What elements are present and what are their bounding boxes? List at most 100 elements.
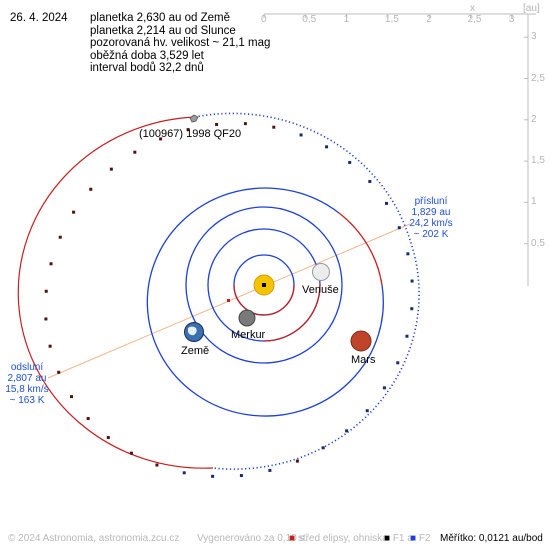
x-axis-label: x: [470, 3, 475, 14]
asteroid-orbit-blue: [194, 112, 420, 470]
asteroid-position-dot: [44, 317, 48, 321]
asteroid-position-dot: [299, 133, 303, 137]
asteroid-position-dot: [397, 226, 401, 230]
footer-generated: Vygenerováno za 0,10 s: [197, 533, 305, 544]
asteroid-position-dot: [348, 160, 352, 164]
info-magnitude: pozorovaná hv. velikost ~ 21,1 mag: [90, 37, 271, 49]
mercury-label: Merkur: [231, 329, 266, 341]
perihelion-speed: 24,2 km/s: [409, 218, 453, 229]
asteroid-position-dot: [321, 446, 325, 450]
y-tick-label: 2,5: [531, 72, 545, 84]
asteroid-position-dot: [48, 344, 52, 348]
asteroid-position-dot: [57, 370, 61, 374]
asteroid-position-dot: [368, 179, 372, 183]
asteroid-position-dot: [406, 252, 410, 256]
aphelion-title: odsluní: [10, 362, 44, 373]
aphelion-distance: 2,807 au: [7, 373, 47, 384]
y-tick-label: 3: [531, 31, 537, 43]
mars-icon: [350, 330, 372, 352]
y-tick-label: 1,5: [531, 155, 545, 167]
asteroid-position-dot: [133, 150, 137, 154]
asteroid-position-dot: [86, 417, 90, 421]
x-tick-label: 1,5: [384, 14, 399, 25]
asteroid-position-dot: [396, 361, 400, 365]
y-tick-label: 0,5: [531, 237, 545, 249]
perihelion-distance: 1,829 au: [411, 207, 451, 218]
venus-label: Venuše: [302, 284, 339, 296]
info-distance-earth: planetka 2,630 au od Země: [90, 12, 231, 24]
info-distance-sun: planetka 2,214 au od Slunce: [90, 24, 236, 37]
info-interval: interval bodů 32,2 dnů: [90, 62, 204, 74]
asteroid-position-dot: [72, 210, 76, 214]
asteroid-position-dot: [44, 289, 48, 293]
earth-label: Země: [181, 345, 210, 357]
date-label: 26. 4. 2024: [10, 12, 68, 24]
asteroid-position-dot: [410, 307, 414, 311]
footer-legend-f2: ■ F2: [410, 533, 431, 544]
legend-center-marker: ■: [289, 533, 296, 544]
asteroid-position-dot: [215, 122, 219, 126]
asteroid-orbit-red: [17, 116, 214, 469]
perihelion-info: přísluní 1,829 au 24,2 km/s ~ 202 K: [404, 196, 458, 240]
asteroid-position-dot: [106, 436, 110, 440]
footer-legend-f1: ■ F1 a: [384, 533, 413, 544]
x-tick-label: 2,5: [467, 14, 482, 25]
perihelion-temp: ~ 202 K: [413, 229, 449, 240]
x-tick-label: 3: [508, 14, 515, 25]
unit-label: [au]: [523, 3, 540, 14]
x-tick-label: 0: [261, 14, 267, 25]
asteroid-position-dot: [410, 279, 414, 283]
asteroid-icon: [189, 114, 199, 123]
earth-orbit: [185, 206, 343, 364]
asteroid-position-dot: [243, 122, 247, 126]
asteroid-position-dot: [325, 145, 329, 149]
ellipse-center-marker: [227, 299, 230, 302]
mars-orbit-red-part: [338, 212, 383, 286]
legend-f1-marker: ■: [384, 533, 391, 544]
asteroid-position-dot: [365, 409, 369, 413]
x-tick-label: 2: [426, 14, 432, 25]
asteroid-position-dot: [186, 128, 190, 132]
y-tick-label: 1: [531, 196, 537, 208]
asteroid-position-dot: [182, 471, 186, 475]
y-tick-label: 2: [531, 113, 537, 125]
asteroid-position-dot: [155, 463, 159, 467]
asteroid-position-dot: [109, 167, 113, 171]
asteroid-position-dot: [129, 451, 133, 455]
asteroid-position-dot: [159, 137, 163, 141]
asteroid-position-dot: [58, 235, 62, 239]
asteroid-position-dot: [345, 429, 349, 433]
mars-orbit-blue-part: [146, 187, 384, 417]
venus-orbit-red-part: [263, 284, 321, 342]
mars-label: Mars: [351, 354, 376, 366]
aphelion-info: odsluní 2,807 au 15,8 km/s ~ 163 K: [2, 362, 52, 406]
x-tick-label: 0,5: [302, 14, 317, 25]
mercury-orbit-red-part: [233, 284, 295, 316]
footer-scale: Měřítko: 0,0121 au/bod: [440, 533, 543, 544]
asteroid-position-dot: [405, 334, 409, 338]
mercury-icon: [238, 309, 256, 327]
aphelion-speed: 15,8 km/s: [5, 384, 49, 395]
legend-f2-marker: ■: [410, 533, 417, 544]
info-period: oběžná doba 3,529 let: [90, 49, 204, 62]
asteroid-position-dot: [89, 187, 93, 191]
info-block: planetka 2,630 au od Země planetka 2,214…: [90, 12, 270, 75]
asteroid-position-dot: [295, 459, 299, 463]
asteroid-position-dot: [69, 395, 73, 399]
aphelion-temp: ~ 163 K: [9, 395, 45, 406]
asteroid-position-dot: [268, 468, 272, 472]
venus-icon: [312, 263, 330, 281]
x-tick-label: 1: [343, 14, 350, 25]
asteroid-position-dot: [272, 125, 276, 129]
asteroid-position-dot: [211, 474, 215, 478]
asteroid-position-dot: [385, 201, 389, 205]
earth-cloud-detail: [188, 326, 197, 336]
asteroid-name-label: (100967) 1998 QF20: [139, 128, 242, 140]
asteroid-position-dot: [239, 474, 243, 478]
perihelion-title: přísluní: [414, 196, 448, 207]
focus-f1-marker: [262, 283, 266, 287]
asteroid-position-dot: [49, 262, 53, 266]
asteroid-position-dot: [382, 386, 386, 390]
